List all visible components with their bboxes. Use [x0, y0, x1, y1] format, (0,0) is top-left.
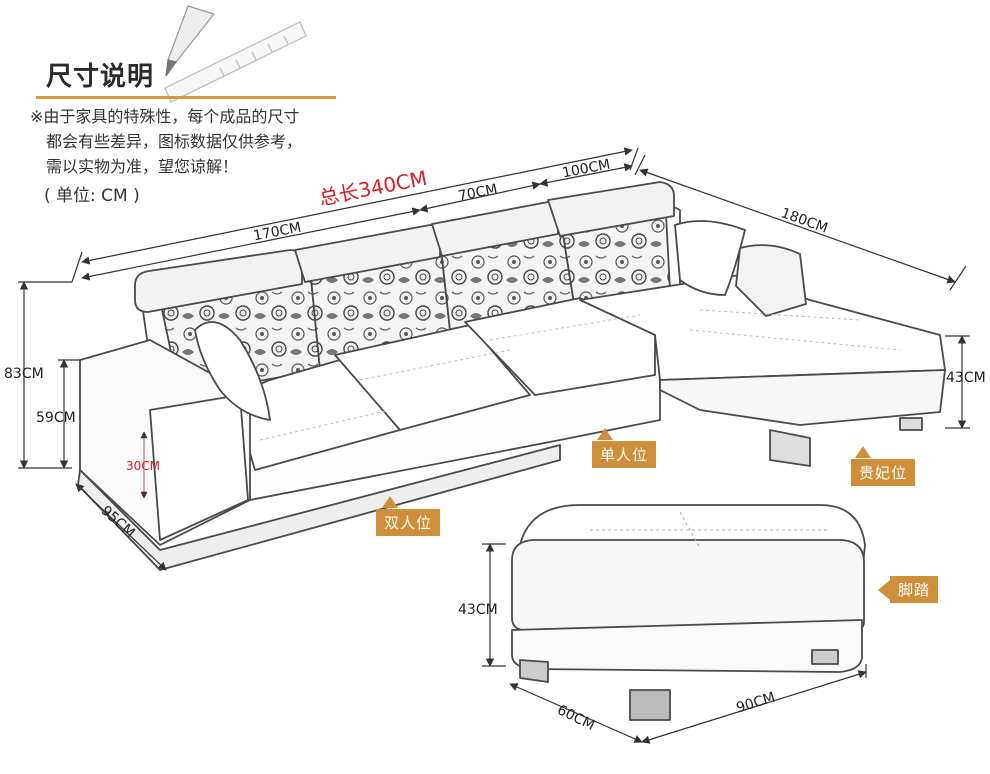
two-seat-tag: 双人位: [376, 509, 441, 536]
height-59-label: 59CM: [36, 410, 76, 426]
section-header: 尺寸说明: [46, 56, 154, 93]
chaise-height-43-label: 43CM: [946, 370, 986, 386]
height-30-label: 30CM: [126, 459, 161, 473]
pencil-ruler-icon: [164, 5, 307, 103]
ottoman-height-43-label: 43CM: [458, 602, 498, 618]
ottoman-tag: 脚踏: [890, 576, 939, 603]
disclaimer-note: ※由于家具的特殊性，每个成品的尺寸 都会有些差异，图标数据仅供参考， 需以实物为…: [30, 104, 302, 179]
title-underline: [36, 96, 336, 99]
dimension-lines: [18, 147, 970, 744]
section-title: 尺寸说明: [46, 62, 155, 92]
height-83-label: 83CM: [4, 366, 44, 382]
note-line-1: ※由于家具的特殊性，每个成品的尺寸: [30, 107, 300, 126]
tag-pointers: [382, 428, 890, 600]
ottoman-drawing: [511, 504, 866, 721]
note-line-2: 都会有些差异，图标数据仅供参考，: [46, 132, 303, 151]
chaise-tag: 贵妃位: [851, 459, 916, 486]
unit-label: ( 单位: CM ): [44, 186, 140, 206]
note-line-3: 需以实物为准，望您谅解！: [46, 157, 239, 176]
single-seat-tag: 单人位: [592, 441, 657, 468]
